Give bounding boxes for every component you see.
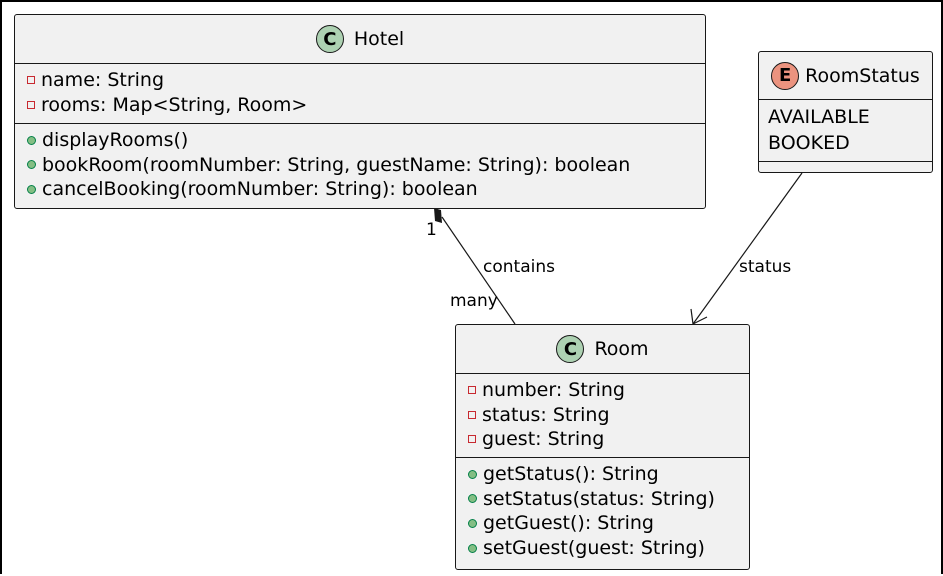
method-row: setGuest(guest: String) [456,536,749,561]
class-name: Hotel [353,28,405,50]
class-hotel[interactable]: C Hotel name: String rooms: Map<String, … [14,14,706,209]
enum-name: RoomStatus [805,64,920,87]
multiplicity-many: many [450,291,498,311]
method-row: getStatus(): String [456,462,749,487]
enum-methods-section [759,162,932,172]
class-header: C Hotel [15,15,705,64]
public-icon [27,135,36,145]
method-text: setGuest(guest: String) [483,536,705,559]
field-row: status: String [456,403,749,428]
public-icon [27,184,36,194]
fields-section: name: String rooms: Map<String, Room> [15,64,705,124]
method-text: getStatus(): String [483,463,659,485]
enum-value: AVAILABLE [768,106,870,128]
methods-section: displayRooms() bookRoom(roomNumber: Stri… [15,124,705,202]
public-icon [468,543,477,553]
composition-diamond-icon [434,208,442,223]
method-text: cancelBooking(roomNumber: String): boole… [42,178,478,201]
private-icon [468,386,476,395]
method-row: cancelBooking(roomNumber: String): boole… [15,177,705,202]
field-text: name: String [41,69,165,91]
private-icon [27,100,35,109]
enum-values-section: AVAILABLE BOOKED [759,100,932,162]
methods-section: getStatus(): String setStatus(status: St… [456,458,749,560]
field-row: number: String [456,378,749,403]
enum-icon: E [771,61,800,90]
enum-header: E RoomStatus [759,52,932,100]
method-row: displayRooms() [15,128,705,153]
class-name: Room [594,338,649,360]
method-row: setStatus(status: String) [456,487,749,512]
class-icon: C [315,25,344,53]
field-row: rooms: Map<String, Room> [15,93,705,118]
public-icon [468,494,477,504]
enum-value: BOOKED [768,132,850,154]
method-text: setStatus(status: String) [483,487,715,510]
method-row: bookRoom(roomNumber: String, guestName: … [15,153,705,178]
field-row: name: String [15,68,705,93]
contains-line [441,216,516,325]
relation-label-contains: contains [483,257,555,277]
class-icon: C [556,335,585,363]
relation-label-status: status [739,257,792,277]
method-text: getGuest(): String [483,512,654,535]
public-icon [468,518,477,528]
public-icon [27,160,36,170]
public-icon [468,469,477,479]
multiplicity-one: 1 [426,220,437,240]
enum-roomstatus[interactable]: E RoomStatus AVAILABLE BOOKED [758,51,933,173]
field-text: status: String [482,403,610,426]
method-text: bookRoom(roomNumber: String, guestName: … [42,153,631,176]
method-row: getGuest(): String [456,511,749,536]
class-room[interactable]: C Room number: String status: String gue… [455,324,750,570]
field-row: guest: String [456,427,749,452]
private-icon [27,76,35,85]
field-text: guest: String [482,428,605,451]
field-text: number: String [482,379,625,401]
status-line [692,172,803,325]
private-icon [468,435,476,444]
class-header: C Room [456,325,749,374]
field-text: rooms: Map<String, Room> [41,93,308,116]
method-text: displayRooms() [42,129,189,151]
private-icon [468,410,476,419]
fields-section: number: String status: String guest: Str… [456,374,749,458]
